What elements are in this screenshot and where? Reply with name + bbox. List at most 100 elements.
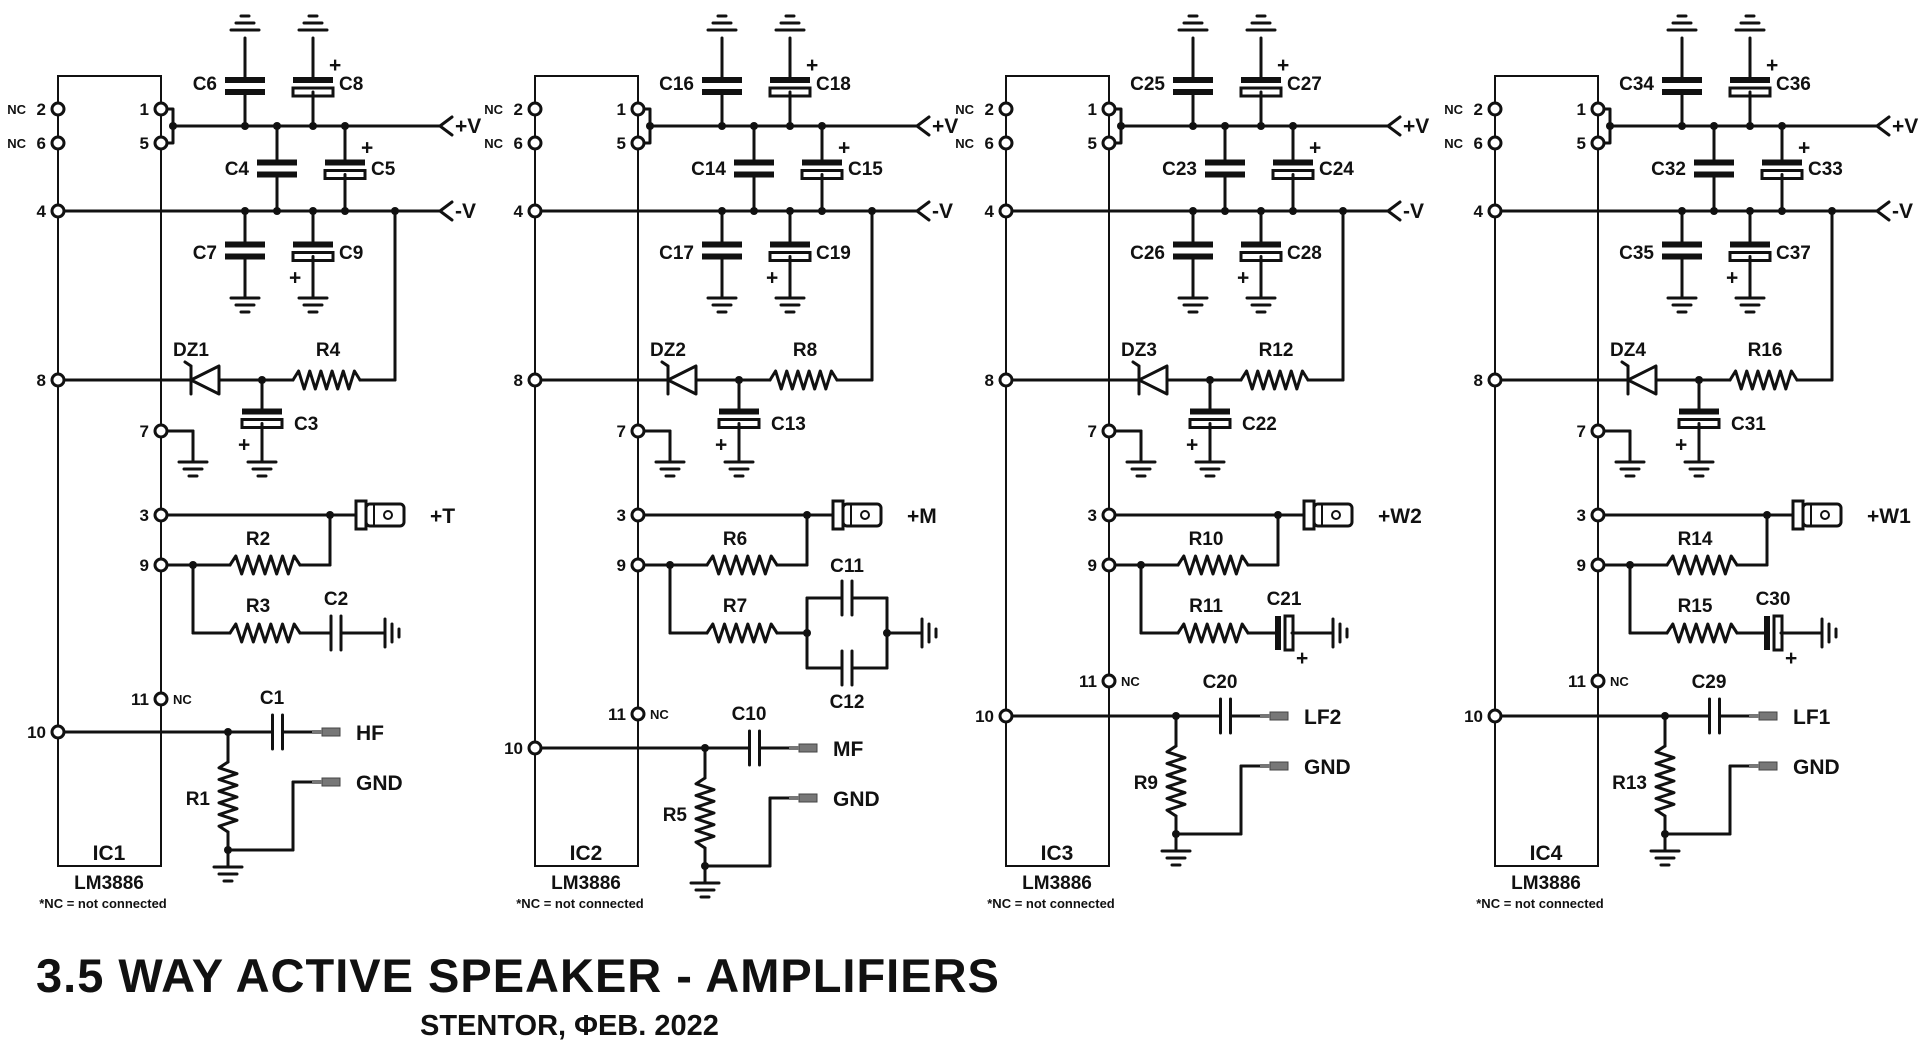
cap-label: C11	[830, 556, 864, 577]
resistor-label: R8	[793, 340, 817, 361]
cap-label: C5	[371, 159, 396, 180]
zener-label: DZ3	[1121, 340, 1157, 361]
cap-label: C6	[193, 74, 217, 95]
input-label: LF2	[1304, 706, 1341, 729]
pin-terminal	[1590, 557, 1606, 573]
resistor-label: R5	[663, 805, 688, 826]
resistor-label: R15	[1678, 596, 1713, 617]
pin-number: 7	[1577, 422, 1586, 441]
cap-label: C23	[1162, 159, 1197, 180]
cap-label: C36	[1776, 74, 1811, 95]
resistor-icon	[1176, 554, 1250, 576]
cap-label: C14	[691, 159, 726, 180]
pin-number: 10	[975, 707, 994, 726]
pin-number: 8	[985, 371, 994, 390]
input-label: MF	[833, 738, 863, 761]
capacitor-icon	[323, 169, 367, 180]
junction-dot	[341, 207, 349, 215]
input-label: LF1	[1793, 706, 1831, 729]
output-label: +W2	[1378, 505, 1422, 528]
cap-label: C32	[1651, 159, 1686, 180]
cap-label: C33	[1808, 159, 1843, 180]
junction-dot	[1778, 207, 1786, 215]
polarity-plus: +	[1785, 647, 1797, 670]
zener-diode-icon	[183, 360, 193, 396]
resistor-label: R3	[246, 596, 270, 617]
pin-number: 3	[1088, 506, 1097, 525]
rail-neg-label: -V	[1403, 200, 1424, 223]
resistor-icon	[228, 554, 302, 576]
pin-terminal	[1101, 101, 1117, 117]
pin-terminal	[998, 101, 1014, 117]
polarity-plus: +	[1309, 137, 1321, 160]
pin-number: 1	[1577, 100, 1586, 119]
input-plug-icon	[1269, 761, 1289, 771]
pin-number: 6	[514, 134, 523, 153]
pin-terminal	[630, 423, 646, 439]
ic-part-number: LM3886	[551, 873, 621, 894]
capacitor-icon	[768, 86, 812, 98]
pin-terminal	[153, 557, 169, 573]
polarity-plus: +	[1798, 137, 1810, 160]
pin-terminal	[998, 708, 1014, 724]
resistor-icon	[1176, 622, 1250, 644]
cap-label: C15	[848, 159, 883, 180]
capacitor-icon	[291, 86, 335, 98]
junction-dot	[1117, 122, 1125, 130]
cap-label: C31	[1731, 414, 1766, 435]
polarity-plus: +	[238, 434, 250, 457]
zener-diode-icon	[1131, 360, 1141, 396]
resistor-icon	[1728, 369, 1799, 391]
nc-label: NC	[1444, 136, 1463, 151]
pin-terminal	[1487, 708, 1503, 724]
capacitor-icon	[240, 418, 284, 429]
polarity-plus: +	[1675, 434, 1687, 457]
capacitor-icon	[800, 169, 844, 180]
input-label: HF	[356, 722, 384, 745]
nc-label: NC	[955, 136, 974, 151]
gnd-label: GND	[1793, 756, 1840, 779]
ic-part-number: LM3886	[74, 873, 144, 894]
cap-label: C2	[324, 589, 348, 610]
ic-body	[534, 75, 639, 867]
pin-number: 8	[1474, 371, 1483, 390]
resistor-label: R12	[1259, 340, 1294, 361]
pin-terminal	[998, 135, 1014, 151]
gnd-label: GND	[356, 772, 403, 795]
cap-label: C27	[1287, 74, 1322, 95]
junction-dot	[169, 122, 177, 130]
junction-dot	[1606, 122, 1614, 130]
resistor-icon	[1665, 554, 1739, 576]
cap-label: C37	[1776, 243, 1811, 264]
pin-number: 4	[985, 202, 995, 221]
gnd-label: GND	[833, 788, 880, 811]
resistor-icon	[291, 369, 362, 391]
pin-number: 9	[1577, 556, 1586, 575]
resistor-label: R4	[316, 340, 341, 361]
input-plug-icon	[321, 727, 341, 737]
speaker-terminal-icon	[1820, 510, 1830, 520]
rail-neg-label: -V	[932, 200, 953, 223]
junction-dot	[750, 207, 758, 215]
resistor-icon	[217, 760, 239, 834]
resistor-label: R11	[1189, 596, 1223, 617]
resistor-label: R7	[723, 596, 747, 617]
pin-terminal	[1487, 101, 1503, 117]
ic-label: IC2	[570, 842, 603, 865]
rail-arrow-icon	[1386, 200, 1402, 222]
resistor-icon	[228, 622, 302, 644]
input-plug-icon	[321, 777, 341, 787]
cap-label: C30	[1756, 589, 1791, 610]
pin-terminal	[1101, 135, 1117, 151]
zener-diode-icon	[1620, 360, 1630, 396]
pin-number: 9	[617, 556, 626, 575]
pin-number: 3	[140, 506, 149, 525]
ic-body	[1005, 75, 1110, 867]
speaker-terminal-icon	[383, 510, 393, 520]
zener-diode-icon	[666, 364, 698, 396]
pin-terminal	[153, 507, 169, 523]
